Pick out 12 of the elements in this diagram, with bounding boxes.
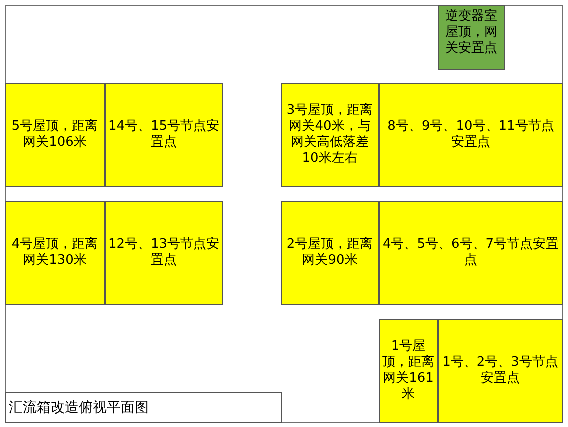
node-site-area: 14号、15号节点安置点 [105, 83, 223, 187]
roof-area: 4号屋顶，距离网关130米 [5, 201, 105, 305]
inverter-roof-box: 逆变器室屋顶，网关安置点 [438, 5, 505, 70]
node-site-area: 4号、5号、6号、7号节点安置点 [379, 201, 563, 305]
roof-area: 3号屋顶，距离网关40米，与网关高低落差10米左右 [281, 83, 379, 187]
roof-area: 5号屋顶，距离网关106米 [5, 83, 105, 187]
roof-area: 1号屋顶，距离网关161米 [379, 319, 438, 423]
caption-box: 汇流箱改造俯视平面图 [5, 392, 282, 423]
roof-area: 2号屋顶，距离网关90米 [281, 201, 379, 305]
node-site-area: 8号、9号、10号、11号节点安置点 [379, 83, 563, 187]
node-site-area: 12号、13号节点安置点 [105, 201, 223, 305]
node-site-area: 1号、2号、3号节点安置点 [438, 319, 563, 423]
